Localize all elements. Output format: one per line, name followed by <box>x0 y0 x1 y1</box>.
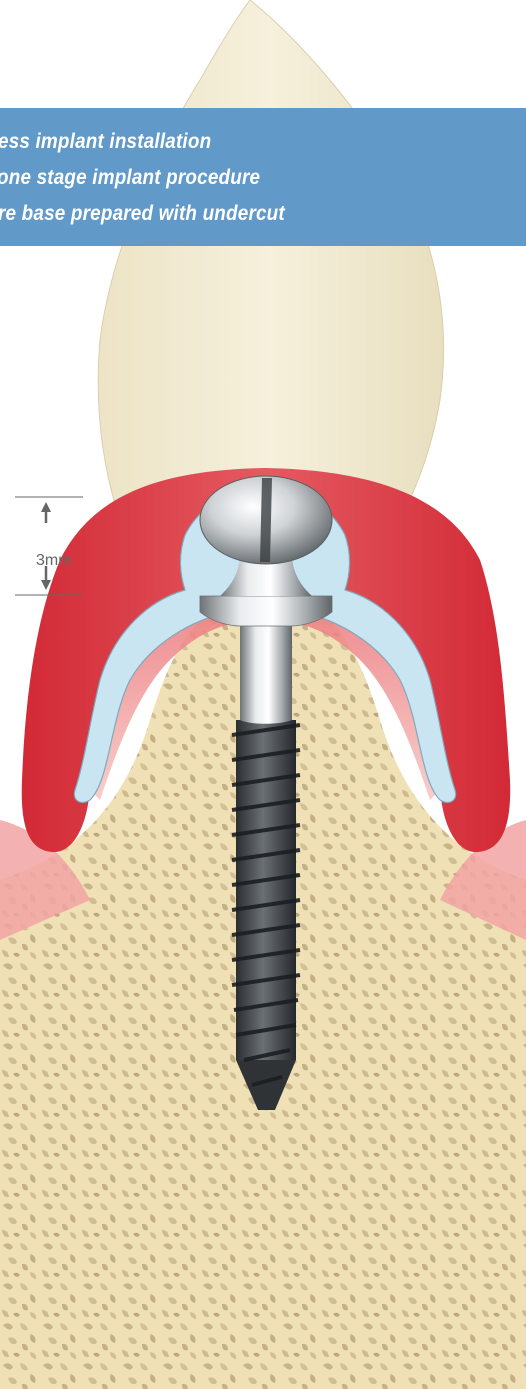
implant-ball-slot <box>260 478 272 562</box>
implant-platform <box>200 596 332 626</box>
banner-line-1: ess implant installation <box>0 130 211 154</box>
arrow-up-icon <box>41 502 51 523</box>
banner: ess implant installation one stage impla… <box>0 108 526 246</box>
banner-line-3: re base prepared with undercut <box>0 202 285 226</box>
banner-line-2: one stage implant procedure <box>0 166 260 190</box>
tooth <box>98 0 443 520</box>
measurement-label: 3mm <box>36 552 72 570</box>
implant-threads <box>232 720 300 1110</box>
implant-collar <box>240 620 292 724</box>
